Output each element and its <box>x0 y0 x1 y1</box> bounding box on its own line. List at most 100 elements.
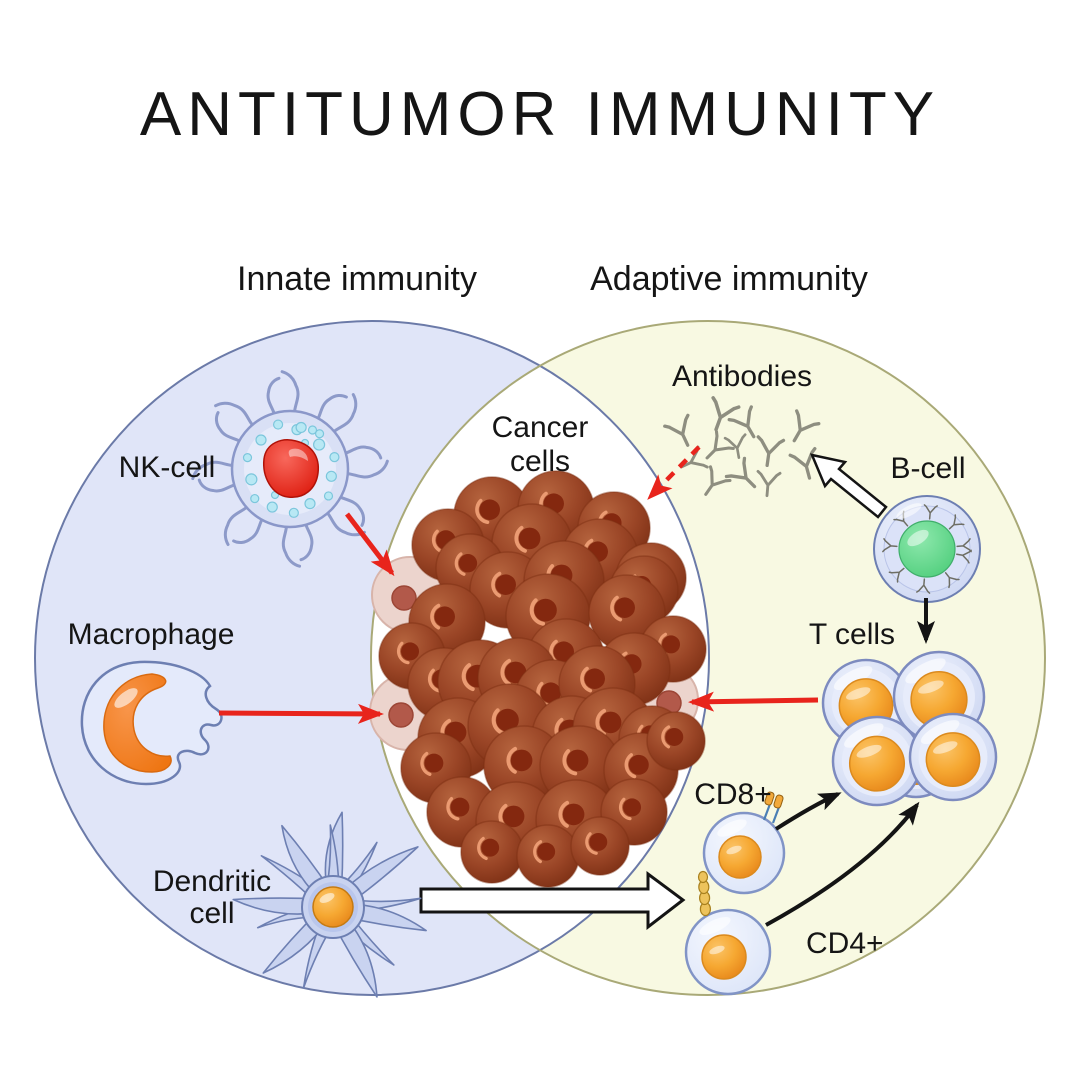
dendritic-cell-nucleus <box>312 886 354 928</box>
macrophage-illustration <box>80 660 223 786</box>
antibody-icon <box>663 413 690 447</box>
b-cell-surface-antibody-icon <box>888 567 905 583</box>
adaptive-immunity-label: Adaptive immunity <box>590 260 868 298</box>
nk-granule <box>329 451 340 463</box>
t-cell <box>908 712 998 802</box>
innate-circle-outline <box>34 320 710 996</box>
t-cell <box>831 715 923 807</box>
tumor-cell <box>570 816 630 876</box>
antibody-icon <box>756 435 786 468</box>
innate-immunity-label: Innate immunity <box>237 260 477 298</box>
cd4-cell-nucleus <box>701 934 747 980</box>
nk-cell-nucleus <box>263 439 320 498</box>
cd8-nucleus-gloss <box>726 845 742 855</box>
t-cells-label: T cells <box>809 618 895 651</box>
b-cell-label: B-cell <box>890 452 965 485</box>
page-title: ANTITUMOR IMMUNITY <box>140 80 940 149</box>
nk-granule <box>272 419 284 430</box>
dendritic-nucleus-gloss <box>319 893 335 903</box>
arrow-macrophage-to-tumor <box>218 703 384 724</box>
macrophage-label: Macrophage <box>68 618 235 651</box>
b-cell-nucleus <box>898 520 956 578</box>
cd4-cell-gloss <box>699 916 731 936</box>
t-cells-cluster <box>821 650 998 807</box>
arrow-dendritic-to-lymphocytes-hollow <box>419 871 686 931</box>
nk-granule <box>245 473 258 486</box>
nk-granule <box>295 421 307 434</box>
antibody-icon <box>792 409 821 443</box>
arrow-antibodies-to-tumor-dashed <box>647 445 701 500</box>
cancer-cells-label-line1: Cancer <box>492 411 589 444</box>
nk-spike <box>223 499 254 546</box>
nk-spike <box>338 459 389 479</box>
b-cell-surface-antibody-icon <box>944 572 960 589</box>
nk-spike <box>191 460 242 481</box>
arrow-nk-to-tumor <box>345 512 395 577</box>
antibody-icon <box>705 430 735 460</box>
nk-spike <box>281 517 302 568</box>
antibody-icon <box>724 456 757 489</box>
dendritic-cell-label-line1: Dendritic <box>153 865 271 898</box>
antibody-icon <box>704 465 732 496</box>
tumor-cell <box>646 711 706 771</box>
nk-granule <box>242 453 253 463</box>
nk-granule <box>304 498 316 510</box>
nk-granule <box>323 491 334 501</box>
b-cell-surface-antibody-icon <box>923 504 938 520</box>
nk-granule <box>313 438 326 451</box>
antibody-icon <box>723 433 747 459</box>
nk-granule <box>307 425 318 435</box>
arrow-cd4-to-tcells <box>765 801 920 927</box>
antibody-icon <box>679 445 709 469</box>
tumor-cell <box>516 824 580 888</box>
cancer-tumor-illustration <box>369 470 707 888</box>
cancer-cells-label-line2: cells <box>510 445 570 478</box>
arrow-tcells-to-tumor <box>688 691 819 712</box>
cd4-cell-illustration <box>684 870 772 996</box>
cd4-label: CD4+ <box>806 927 884 960</box>
nk-spike <box>214 401 261 432</box>
arrow-bcell-to-antibodies-hollow <box>809 453 888 519</box>
antibody-icon <box>727 405 756 439</box>
nk-granule <box>314 429 325 439</box>
nk-cell-label: NK-cell <box>119 451 216 484</box>
cd8-cell-nucleus <box>718 835 762 879</box>
arrow-cd8-to-tcells <box>774 792 842 831</box>
nk-granule <box>325 470 337 482</box>
nk-nucleus-gloss <box>288 448 308 461</box>
antibodies-cloud <box>663 396 821 498</box>
antibody-icon <box>711 396 741 432</box>
cd8-cell-illustration <box>702 791 786 895</box>
cd8-label: CD8+ <box>694 778 772 811</box>
tumor-cell <box>460 820 524 884</box>
b-cell-surface-antibody-icon <box>948 514 965 530</box>
b-cell-illustration <box>873 495 981 603</box>
nk-granule <box>288 507 299 518</box>
nk-spike <box>327 393 358 440</box>
b-cell-surface-antibody-icon <box>882 538 898 553</box>
b-cell-surface-antibody-icon <box>956 538 972 553</box>
antibody-icon <box>756 469 782 498</box>
nk-cell-illustration <box>191 370 389 568</box>
b-cell-surface-antibody-icon <box>916 578 931 594</box>
antibody-icon <box>788 447 817 480</box>
cd8-cell-gloss <box>717 819 747 837</box>
adaptive-circle-outline <box>370 320 1046 996</box>
nk-spike <box>280 370 300 421</box>
b-cell-surface-antibody-icon <box>956 549 972 564</box>
nk-granule <box>255 434 267 446</box>
dendritic-cell-label-line2: cell <box>189 897 234 930</box>
b-cell-surface-antibodies <box>882 504 972 594</box>
arrows <box>218 445 935 927</box>
cd4-nucleus-gloss <box>709 945 725 955</box>
nk-cell-granules <box>242 419 340 518</box>
nk-granule <box>250 493 260 504</box>
tumor-cell-cluster <box>378 470 707 888</box>
macrophage-gloss <box>114 688 138 708</box>
cd8-receptor-icon <box>762 791 784 824</box>
nk-granule <box>266 501 278 513</box>
b-cell-nucleus-gloss <box>907 529 929 547</box>
dendritic-cell-illustration <box>232 811 427 998</box>
